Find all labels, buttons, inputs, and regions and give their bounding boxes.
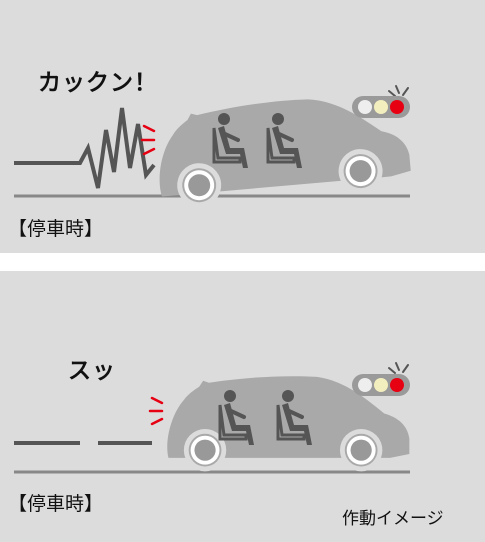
sound-effect-text: スッ (68, 358, 116, 384)
top-panel: カックン！ 【停車時】 (0, 0, 485, 253)
top-illustration (14, 85, 413, 211)
bottom-illustration (14, 362, 410, 474)
jolt-waveform (14, 107, 156, 189)
brake-light-rays (148, 396, 164, 426)
signal-icon (352, 85, 410, 118)
bottom-panel: スッ 【停車時】 作動イメージ (0, 271, 485, 542)
sound-effect-text: カックン！ (38, 70, 158, 96)
state-label: 【停車時】 (8, 218, 104, 240)
brake-light-rays (140, 124, 156, 156)
state-label: 【停車時】 (8, 493, 104, 515)
caption: 作動イメージ (342, 509, 444, 529)
signal-icon (352, 362, 410, 396)
